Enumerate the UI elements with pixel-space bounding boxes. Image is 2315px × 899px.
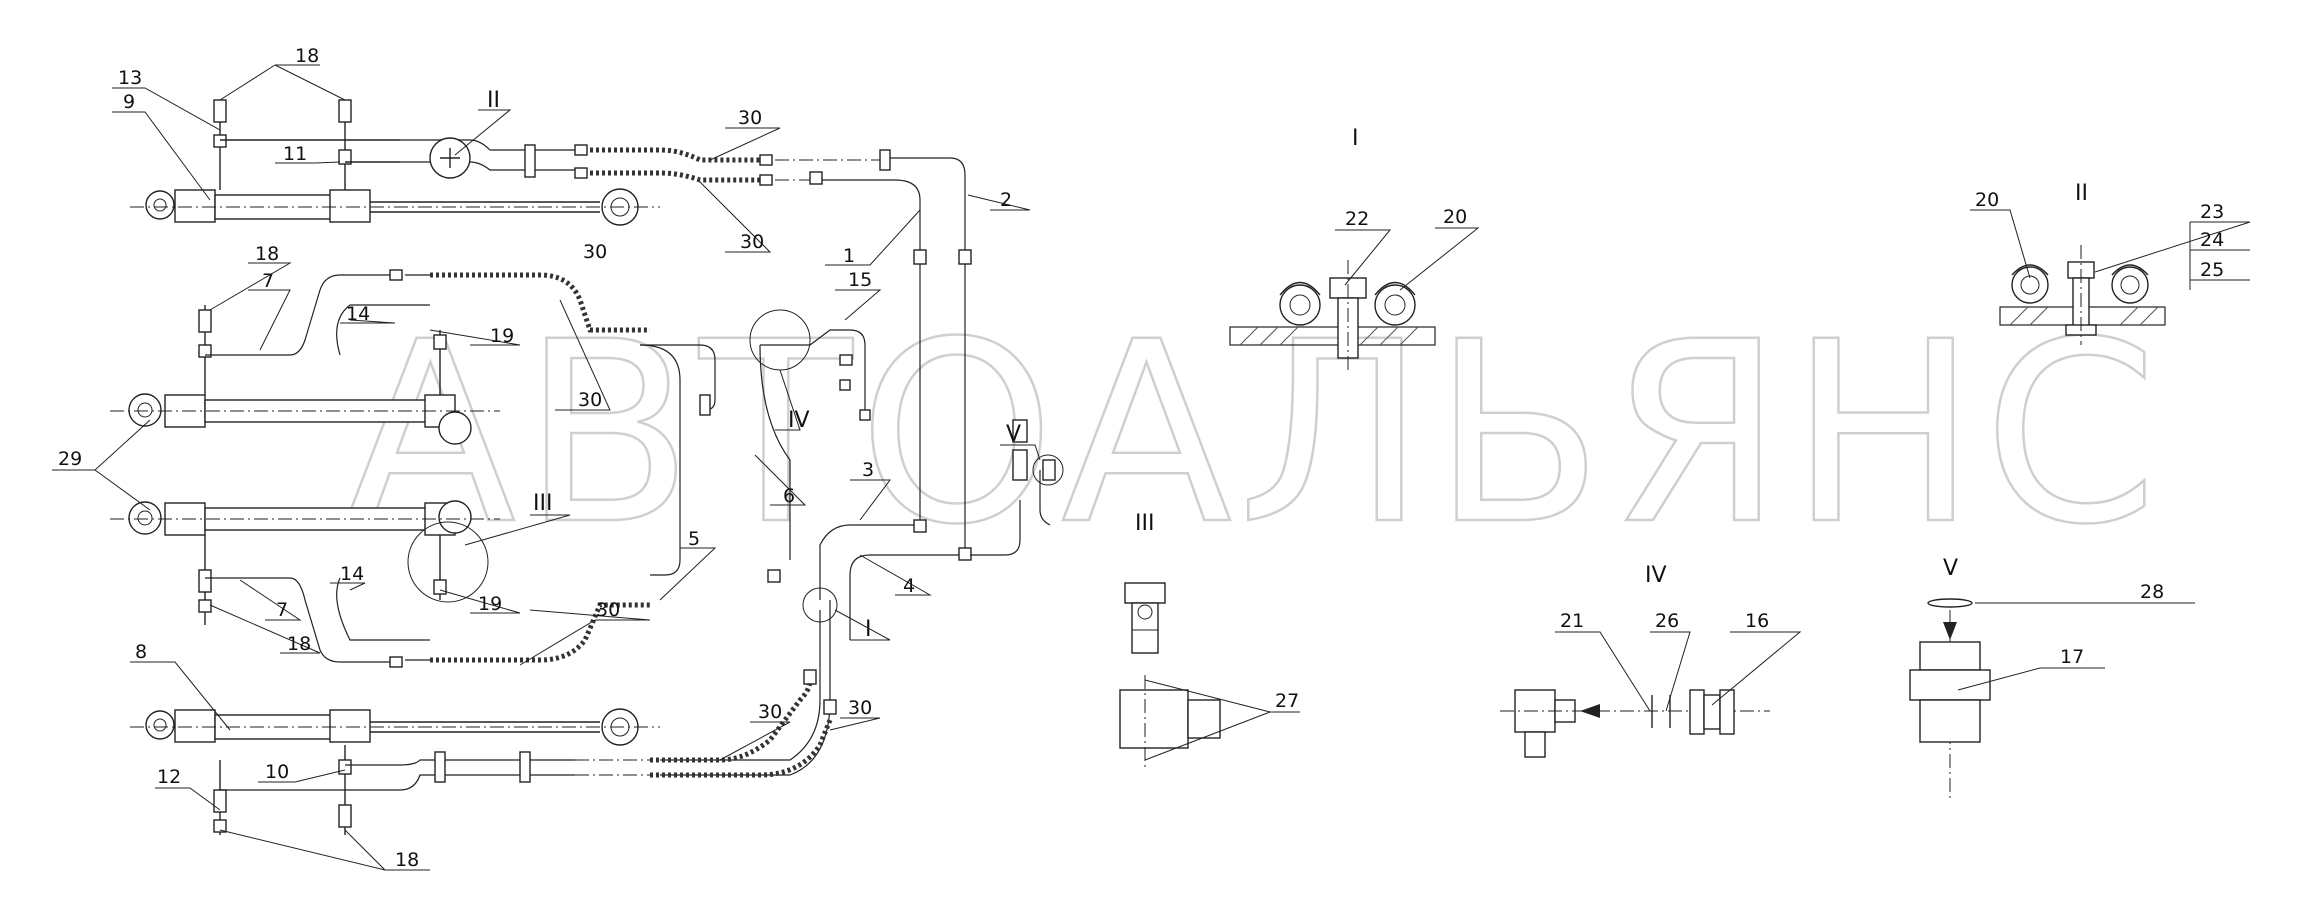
callout-2: 2 <box>1000 189 1012 211</box>
top-cylinder-fittings <box>213 99 400 190</box>
callout-11: 11 <box>283 143 307 165</box>
callout-19-lower: 19 <box>478 593 502 615</box>
callout-30-e: 30 <box>596 599 620 621</box>
callout-V: V <box>1006 422 1021 447</box>
callout-20-view-I: 20 <box>1443 206 1467 228</box>
callout-9: 9 <box>123 91 135 113</box>
callout-18-bottom: 18 <box>395 849 419 871</box>
view-III-detail <box>1119 582 1221 770</box>
leader-lines <box>52 64 2251 871</box>
callout-10: 10 <box>265 761 289 783</box>
callout-18-top: 18 <box>295 45 319 67</box>
bottom-cylinder-fittings <box>213 669 837 835</box>
callout-labels: 13 18 9 11 II 30 2 1 30 18 7 14 19 30 15… <box>58 45 2224 871</box>
middle-left-pipework <box>198 269 650 668</box>
callout-30-b: 30 <box>740 231 764 253</box>
view-V-detail <box>1909 598 1991 800</box>
callout-14-upper: 14 <box>346 303 370 325</box>
callout-30-g: 30 <box>848 697 872 719</box>
watermark-text: АВТОАЛЬЯНС <box>345 288 2164 579</box>
callout-15: 15 <box>848 269 872 291</box>
view-I-detail <box>1229 260 1436 370</box>
callout-III: III <box>533 491 552 516</box>
cylinder-top <box>130 188 660 226</box>
callout-12: 12 <box>157 766 181 788</box>
callout-8: 8 <box>135 641 147 663</box>
callout-18-middle-lower: 18 <box>287 633 311 655</box>
callout-30-f: 30 <box>758 701 782 723</box>
view-title-III: III <box>1135 511 1154 536</box>
callout-3: 3 <box>862 459 874 481</box>
callout-20-view-II: 20 <box>1975 189 1999 211</box>
callout-24: 24 <box>2200 229 2224 251</box>
callout-4: 4 <box>903 575 915 597</box>
callout-30-d: 30 <box>583 241 607 263</box>
callout-7-lower: 7 <box>276 599 288 621</box>
callout-22: 22 <box>1345 208 1369 230</box>
callout-21: 21 <box>1560 610 1584 632</box>
cylinder-middle-upper <box>110 393 500 445</box>
callout-IV: IV <box>788 408 810 433</box>
callout-26: 26 <box>1655 610 1679 632</box>
view-title-II: II <box>2075 181 2088 206</box>
callout-30-a: 30 <box>738 107 762 129</box>
callout-18-middle-upper: 18 <box>255 243 279 265</box>
callout-II: II <box>487 88 500 113</box>
callout-28: 28 <box>2140 581 2164 603</box>
view-IV-detail <box>1500 689 1770 758</box>
view-title-I: I <box>1352 126 1359 151</box>
top-pipework <box>400 137 966 260</box>
cylinder-bottom <box>130 708 660 746</box>
callout-I: I <box>865 617 872 642</box>
callout-29: 29 <box>58 448 82 470</box>
view-title-V: V <box>1943 556 1958 581</box>
detail-circles <box>407 309 1064 623</box>
callout-16: 16 <box>1745 610 1769 632</box>
callout-13: 13 <box>118 67 142 89</box>
callout-23: 23 <box>2200 201 2224 223</box>
callout-14-lower: 14 <box>340 563 364 585</box>
view-II-detail <box>1999 245 2166 345</box>
callout-27: 27 <box>1275 690 1299 712</box>
callout-17: 17 <box>2060 646 2084 668</box>
callout-5: 5 <box>688 528 700 550</box>
callout-7-upper: 7 <box>262 270 274 292</box>
callout-30-c: 30 <box>578 389 602 411</box>
callout-19-upper: 19 <box>490 325 514 347</box>
callout-1: 1 <box>843 245 855 267</box>
cylinder-middle-lower <box>110 500 500 536</box>
view-title-IV: IV <box>1645 563 1667 588</box>
callout-6: 6 <box>783 485 795 507</box>
callout-25: 25 <box>2200 259 2224 281</box>
central-pipework <box>590 249 1056 776</box>
